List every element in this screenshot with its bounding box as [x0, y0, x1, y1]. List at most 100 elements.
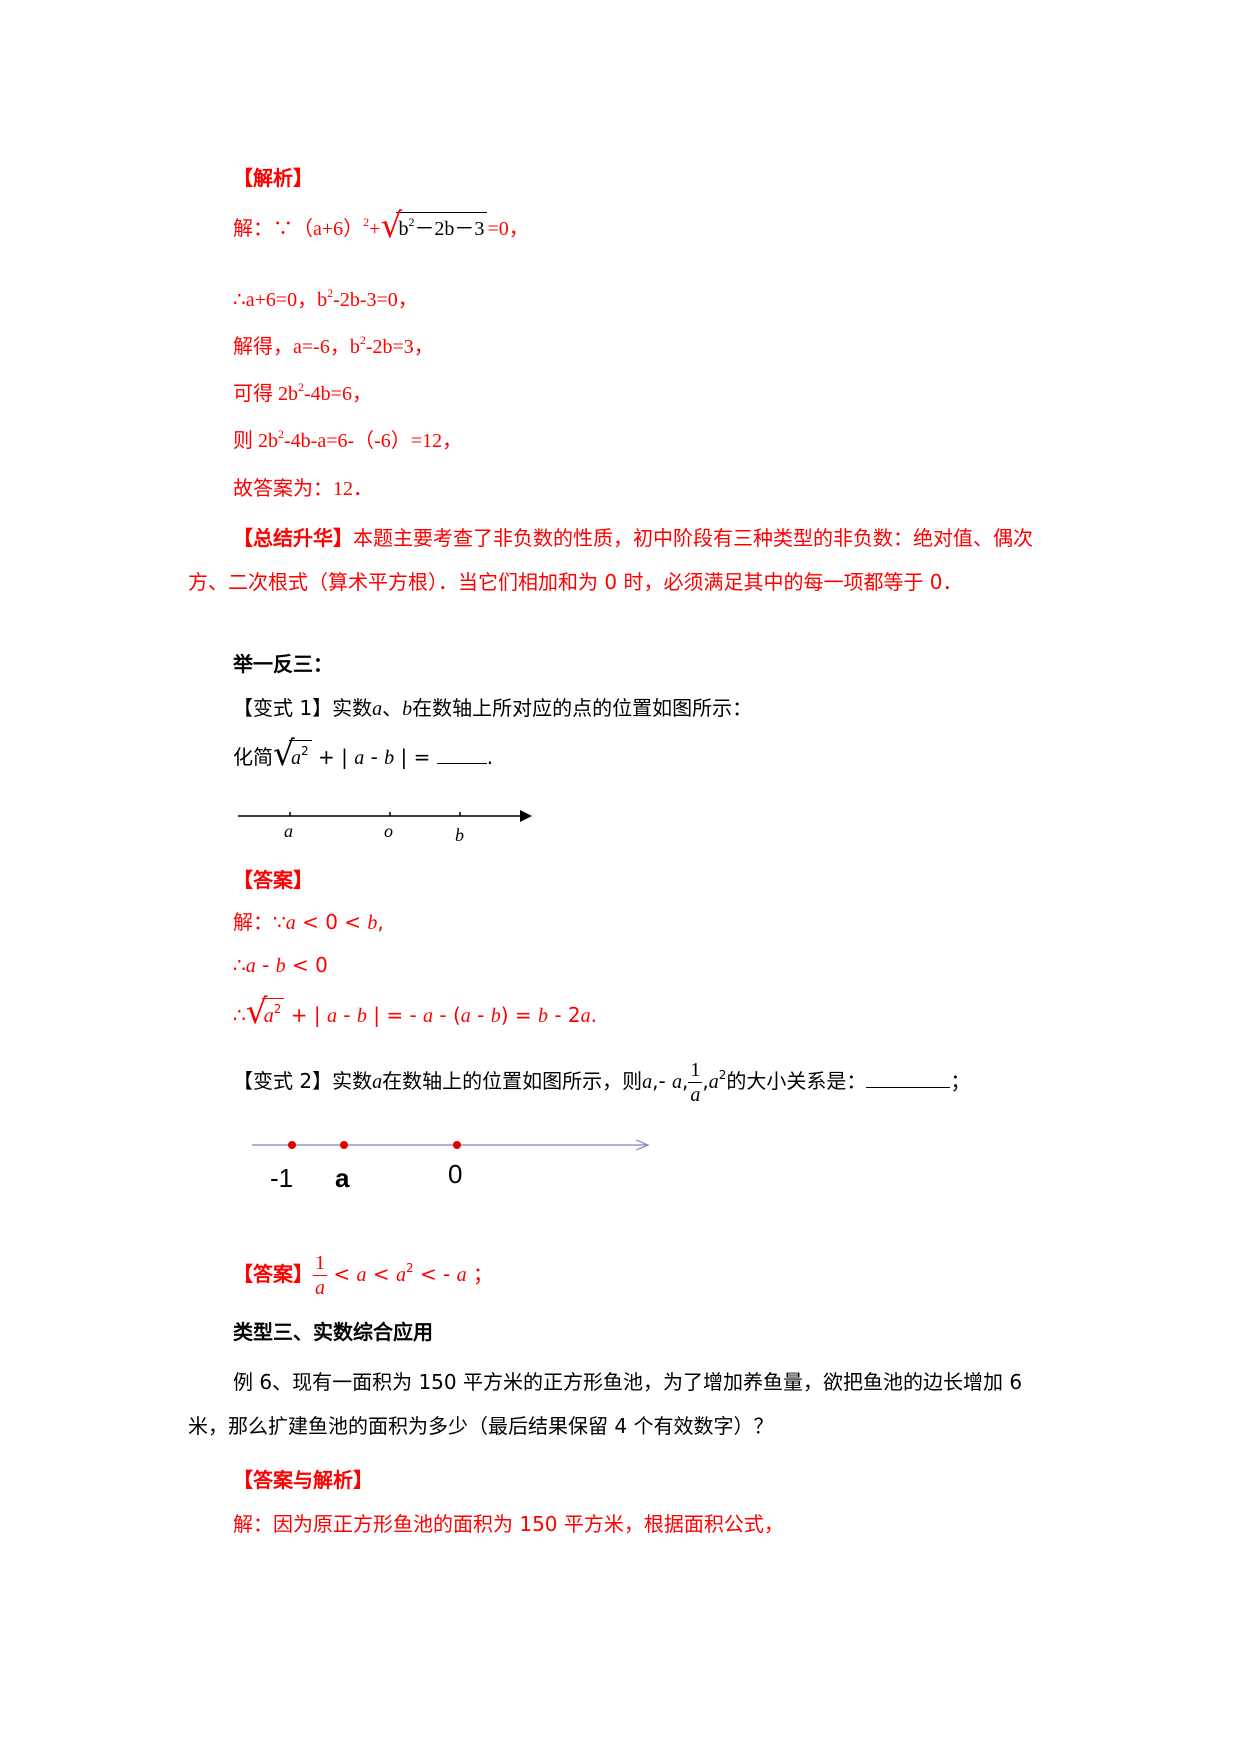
ans1-l3-e: b	[356, 1005, 367, 1027]
ans1-l3-d: -	[336, 1003, 357, 1027]
analysis-line-5: 则 2b2-4b-a=6-（-6）=12，	[233, 427, 462, 455]
analysis-l1-prefix: 解：∵（a+6）	[233, 218, 364, 240]
ans1-l3-c: a	[326, 1005, 337, 1027]
summary-text: 本题主要考查了非负数的性质，初中阶段有三种类型的非负数：绝对值、偶次方、二次根式…	[188, 526, 1033, 594]
v1-radicand-sup: 2	[301, 744, 309, 758]
ans2-c: <	[366, 1262, 396, 1286]
ans1-l3-l: ) =	[500, 1003, 538, 1027]
ans1-radicand-sup: 2	[273, 1002, 282, 1016]
answer-blank-2[interactable]	[866, 1087, 951, 1088]
variant-2-label: 【变式 2】实数	[233, 1069, 373, 1093]
v2-frac-num: 1	[688, 1059, 703, 1083]
point-a	[340, 1141, 348, 1149]
v2-list-sep2: ,	[682, 1069, 689, 1093]
var-a: a	[372, 698, 383, 720]
number-line-1: a o b	[238, 810, 532, 845]
ans2-frac-den: a	[315, 1277, 325, 1299]
analysis-radical: √b2－2b－3	[380, 206, 488, 246]
ans1-l3-g: a	[423, 1005, 434, 1027]
sqrt-icon: √	[273, 734, 295, 774]
v2-list-sep1: ,-	[652, 1069, 673, 1093]
summary-label: 【总结升华】	[233, 526, 353, 550]
analysis-line-2: ∴a+6=0，b2-2b-3=0，	[233, 286, 418, 314]
analysis-line-1: 解：∵（a+6）2+√b2－2b－3=0，	[233, 206, 529, 246]
analysis-line-6: 故答案为：12．	[233, 478, 373, 500]
ans1-l3-n: - 2	[548, 1003, 581, 1027]
example-6: 例 6、现有一面积为 150 平方米的正方形鱼池，为了增加养鱼量，欲把鱼池的边长…	[188, 1370, 1023, 1438]
axis1-label-b: b	[455, 825, 464, 845]
analysis-l5-b: -4b-a=6-（-6）=12，	[284, 430, 463, 452]
analysis-l4-b: -4b=6，	[304, 383, 372, 405]
ans1-l3-j: -	[470, 1003, 491, 1027]
ans1-l3-f: | = -	[366, 1003, 424, 1027]
axis1-label-0: o	[384, 821, 393, 841]
v1-var-a: a	[354, 747, 365, 769]
v1-radicand: a	[291, 747, 301, 769]
v2-var-a: a	[372, 1071, 383, 1093]
variant-2-rest-2: 的大小关系是：	[726, 1069, 867, 1093]
ans1-l1-c: ,	[377, 910, 384, 934]
v2-list-sup: 2	[718, 1068, 727, 1082]
ans1-radicand: a	[263, 1005, 274, 1027]
ans2-frac-num: 1	[313, 1252, 327, 1276]
ans2-end: ；	[466, 1262, 494, 1286]
v2-frac-den: a	[690, 1084, 701, 1106]
v2-end: ；	[950, 1069, 971, 1093]
axis2-label-minus-1: -1	[270, 1163, 293, 1193]
analysis-l4-a: 可得 2b	[233, 383, 298, 405]
answer-blank[interactable]	[436, 763, 487, 764]
ans2-sup: 2	[405, 1261, 414, 1275]
analysis-l2-b: -2b-3=0，	[333, 289, 418, 311]
ans1-l3-k: b	[490, 1005, 501, 1027]
variant-1-question: 【变式 1】实数a、b在数轴上所对应的点的位置如图所示：	[233, 694, 752, 723]
axis1-label-a: a	[284, 821, 293, 841]
ans1-l3-o: a	[580, 1005, 591, 1027]
ans2-var-a: a	[356, 1264, 367, 1286]
v2-list-a: a	[642, 1071, 653, 1093]
point-minus-1	[288, 1141, 296, 1149]
analysis-l5-sup: 2	[278, 427, 284, 441]
ans2-b: <	[327, 1262, 357, 1286]
axis2-label-a: a	[335, 1163, 350, 1193]
answer-2-label: 【答案】	[233, 1262, 313, 1286]
sep: 、	[382, 696, 403, 720]
v1-expr-mid: -	[364, 745, 385, 769]
v1-radical: √a2	[273, 734, 312, 774]
answer-1-line-2: ∴a - b < 0	[233, 951, 328, 980]
summary-paragraph: 【总结升华】本题主要考查了非负数的性质，初中阶段有三种类型的非负数：绝对值、偶次…	[188, 516, 1068, 604]
ans1-l2-b: -	[255, 953, 276, 977]
variant-1-label: 【变式 1】实数	[233, 696, 373, 720]
answer-1-line-1: 解：∵a < 0 < b,	[233, 908, 384, 937]
radicand-sup: 2	[408, 215, 415, 229]
type-3-heading: 类型三、实数综合应用	[233, 1320, 433, 1344]
v2-list-sep3: ,	[702, 1069, 709, 1093]
type-3-answer-label: 【答案与解析】	[233, 1468, 373, 1492]
analysis-line-3: 解得，a=-6，b2-2b=3，	[233, 333, 434, 361]
analysis-l4-sup: 2	[298, 380, 304, 394]
variant-1-simplify: 化简√a2 + | a - b | = .	[233, 734, 493, 774]
analysis-l2-a: ∴a+6=0，b	[233, 289, 328, 311]
simplify-label: 化简	[233, 745, 273, 769]
ans1-var-b: b	[367, 912, 378, 934]
analysis-l3-sup: 2	[359, 333, 366, 347]
ans1-l3-i: a	[460, 1005, 471, 1027]
point-0	[453, 1141, 461, 1149]
analysis-l5-a: 则 2b	[233, 430, 278, 452]
v2-list-b: a	[672, 1071, 683, 1093]
v1-expr-a: + |	[311, 745, 355, 769]
axis2-arrow-icon	[635, 1139, 650, 1151]
analysis-l3-b: -2b=3，	[365, 336, 434, 358]
practice-heading: 举一反三：	[233, 652, 333, 676]
analysis-line-4: 可得 2b2-4b=6，	[233, 380, 372, 408]
analysis-l1-sup: 2	[363, 215, 370, 229]
ans1-l3-b: + |	[284, 1003, 327, 1027]
ans2-d: < -	[413, 1262, 457, 1286]
ans1-l3-a: ∴	[233, 1003, 246, 1027]
sqrt-icon: √	[380, 206, 403, 246]
radicand-b: b	[398, 218, 409, 240]
v1-expr-end: | =	[394, 745, 437, 769]
v2-list-c: a	[708, 1071, 719, 1093]
analysis-l1-plus: +	[369, 218, 381, 240]
